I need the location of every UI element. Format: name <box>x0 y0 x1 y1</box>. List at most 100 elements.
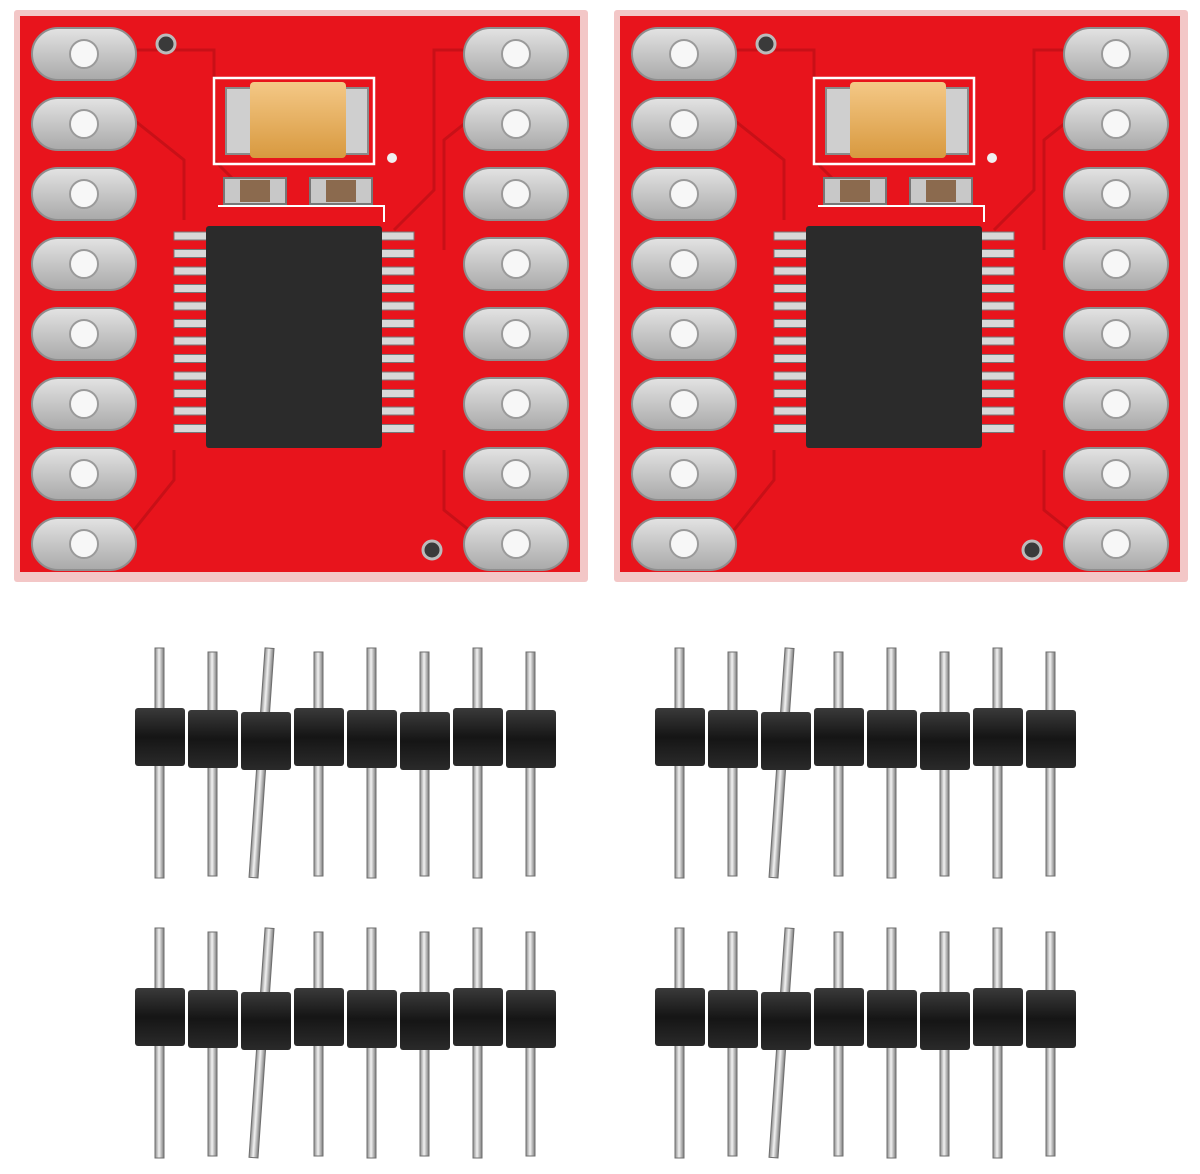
pad-right-4 <box>1063 237 1169 291</box>
trace <box>132 450 176 531</box>
pad-hole <box>669 179 699 209</box>
trace <box>442 118 470 250</box>
pad-hole <box>669 249 699 279</box>
pad-hole <box>669 529 699 559</box>
pad-right-3 <box>463 167 569 221</box>
header-block <box>1026 990 1076 1048</box>
pad-left-6 <box>31 377 137 431</box>
pad-right-6 <box>463 377 569 431</box>
silkscreen-outline <box>812 76 976 166</box>
pad-hole <box>669 109 699 139</box>
pad-hole <box>1101 529 1131 559</box>
header-block <box>400 992 450 1050</box>
header-block <box>135 988 185 1046</box>
pad-left-4 <box>31 237 137 291</box>
smd-body <box>240 180 270 202</box>
via <box>387 153 397 163</box>
smd-body <box>840 180 870 202</box>
pad-right-1 <box>1063 27 1169 81</box>
pad-hole <box>69 179 99 209</box>
pad-right-2 <box>463 97 569 151</box>
header-block <box>867 990 917 1048</box>
trace <box>733 118 786 220</box>
pad-hole <box>69 459 99 489</box>
header-block <box>761 992 811 1050</box>
pad-hole <box>501 179 531 209</box>
pad-hole <box>669 39 699 69</box>
trace <box>442 450 470 532</box>
header-block <box>188 990 238 1048</box>
via <box>987 153 997 163</box>
pad-right-4 <box>463 237 569 291</box>
trace <box>1042 118 1070 250</box>
pad-right-5 <box>463 307 569 361</box>
pad-hole <box>1101 389 1131 419</box>
header-block <box>655 708 705 766</box>
pad-right-8 <box>1063 517 1169 571</box>
silkscreen-line <box>818 205 985 222</box>
pad-hole <box>69 389 99 419</box>
header-block <box>708 990 758 1048</box>
pad-hole <box>69 39 99 69</box>
header-block <box>920 712 970 770</box>
trace <box>392 48 469 232</box>
pad-hole <box>501 39 531 69</box>
pad-left-1 <box>31 27 137 81</box>
header-plastic <box>135 988 556 1050</box>
header-block <box>655 988 705 1046</box>
pad-hole <box>501 389 531 419</box>
pad-hole <box>1101 459 1131 489</box>
pad-left-6 <box>631 377 737 431</box>
pad-hole <box>501 109 531 139</box>
pad-left-5 <box>31 307 137 361</box>
driver-chip <box>206 226 382 448</box>
pad-left-7 <box>631 447 737 501</box>
mount-hole-icon <box>755 33 777 55</box>
mount-hole-icon <box>155 33 177 55</box>
header-block <box>294 708 344 766</box>
header-block <box>294 988 344 1046</box>
pad-hole <box>69 109 99 139</box>
header-block <box>920 992 970 1050</box>
motor-driver-boards <box>14 10 1188 582</box>
header-block <box>761 712 811 770</box>
header-block <box>241 712 291 770</box>
pad-right-1 <box>463 27 569 81</box>
pad-left-4 <box>631 237 737 291</box>
header-block <box>400 712 450 770</box>
pad-hole <box>501 529 531 559</box>
pad-hole <box>1101 39 1131 69</box>
smd-body <box>326 180 356 202</box>
trace <box>992 48 1069 232</box>
header-block <box>867 710 917 768</box>
board-left <box>14 10 588 582</box>
driver-chip <box>806 226 982 448</box>
mount-hole-icon <box>421 539 443 561</box>
silkscreen-outline <box>212 76 376 166</box>
header-bottom-right <box>655 927 1076 1159</box>
pad-hole <box>69 529 99 559</box>
pad-right-8 <box>463 517 569 571</box>
pad-left-8 <box>631 517 737 571</box>
pin-headers <box>135 647 1076 1159</box>
trace <box>133 118 186 220</box>
pad-hole <box>669 319 699 349</box>
pad-left-3 <box>31 167 137 221</box>
pad-right-6 <box>1063 377 1169 431</box>
mount-hole-icon <box>1021 539 1043 561</box>
pad-left-1 <box>631 27 737 81</box>
trace <box>1042 450 1070 532</box>
header-block <box>135 708 185 766</box>
pad-left-3 <box>631 167 737 221</box>
pad-left-5 <box>631 307 737 361</box>
tantalum-capacitor <box>850 82 946 158</box>
header-block <box>708 710 758 768</box>
pad-hole <box>69 319 99 349</box>
header-plastic <box>655 988 1076 1050</box>
pad-hole <box>69 249 99 279</box>
pad-hole <box>501 459 531 489</box>
pad-right-7 <box>1063 447 1169 501</box>
pad-hole <box>669 459 699 489</box>
pad-left-2 <box>31 97 137 151</box>
